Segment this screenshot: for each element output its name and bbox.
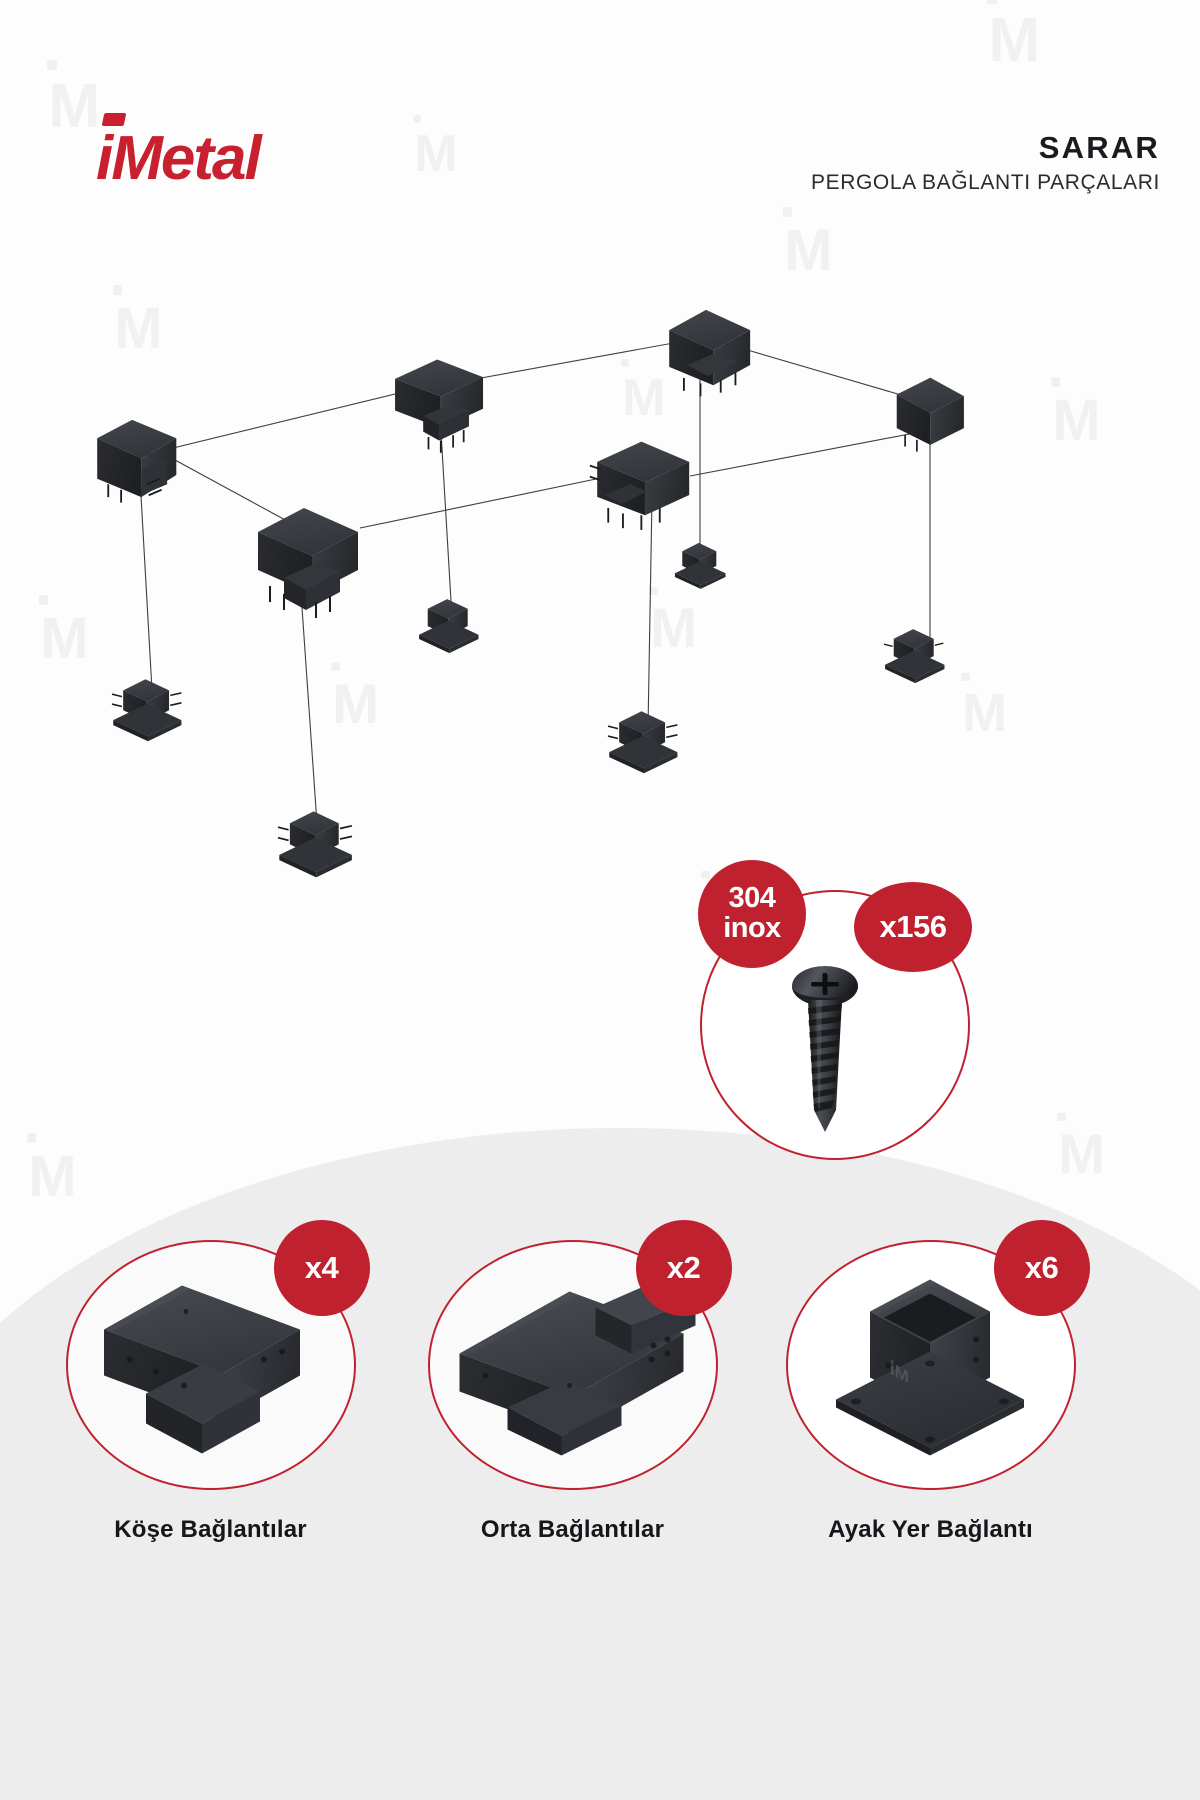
product-card-corner-connectors[interactable]: x4 Köşe Bağlantılar	[58, 1220, 370, 1544]
part-foot-connector	[419, 599, 479, 654]
product-card-middle-connectors[interactable]: x2 Orta Bağlantılar	[420, 1220, 732, 1544]
brand-title: SARAR	[1038, 130, 1160, 165]
part-foot-connector	[674, 542, 726, 589]
pergola-exploded-diagram	[0, 250, 1200, 990]
badge-x156: x156	[854, 882, 972, 972]
part-corner-connector	[97, 419, 177, 503]
product-cards-row: x4 Köşe Bağlantılar	[0, 1220, 1200, 1660]
header-right-block: SARAR PERGOLA BAĞLANTI PARÇALARI	[811, 130, 1160, 195]
watermark-mark: M	[1056, 1112, 1105, 1182]
middle-connector-image	[445, 1268, 700, 1463]
part-corner-connector	[669, 309, 751, 397]
poster-header: iMetal SARAR PERGOLA BAĞLANTI PARÇALARI	[0, 0, 1200, 240]
part-foot-connector	[883, 629, 945, 684]
product-ring: i̇M x6	[785, 1220, 1090, 1490]
logo-text: Metal	[111, 124, 261, 193]
part-middle-connector	[589, 441, 690, 531]
brand-subtitle: PERGOLA BAĞLANTI PARÇALARI	[811, 170, 1160, 194]
badge-material-line1: 304	[728, 882, 776, 915]
badge-material-line2: inox	[723, 912, 781, 944]
badge-x2: x2	[635, 1220, 732, 1316]
screw-callout-group: 304 inox x156	[690, 860, 980, 1170]
part-corner-connector	[258, 508, 358, 618]
product-ring: x2	[427, 1220, 732, 1490]
logo-prefix: i	[96, 124, 113, 193]
part-middle-connector	[395, 359, 484, 453]
logo-i-dot	[101, 113, 127, 126]
part-corner-connector	[896, 377, 964, 452]
part-foot-connector	[607, 711, 678, 774]
part-foot-connector	[277, 811, 353, 878]
product-label-foot: Ayak Yer Bağlantı	[828, 1516, 1033, 1543]
stainless-steel-screw-icon	[770, 960, 880, 1145]
part-foot-connector	[111, 679, 182, 742]
watermark-mark: M	[26, 1133, 77, 1206]
badge-x6: x6	[993, 1220, 1090, 1316]
imetal-logo: iMetal	[96, 113, 262, 190]
product-label-corner: Köşe Bağlantılar	[114, 1516, 307, 1543]
badge-x4: x4	[273, 1220, 370, 1316]
corner-connector-image	[86, 1268, 336, 1463]
product-ring: x4	[65, 1220, 370, 1490]
foot-connector-image: i̇M	[826, 1268, 1036, 1463]
background-blob-base	[0, 1700, 1200, 1800]
badge-304-inox: 304 inox	[698, 860, 806, 968]
product-label-middle: Orta Bağlantılar	[480, 1516, 665, 1543]
product-card-foot-connector[interactable]: i̇M x6 Ayak Yer Bağlantı	[778, 1220, 1090, 1544]
